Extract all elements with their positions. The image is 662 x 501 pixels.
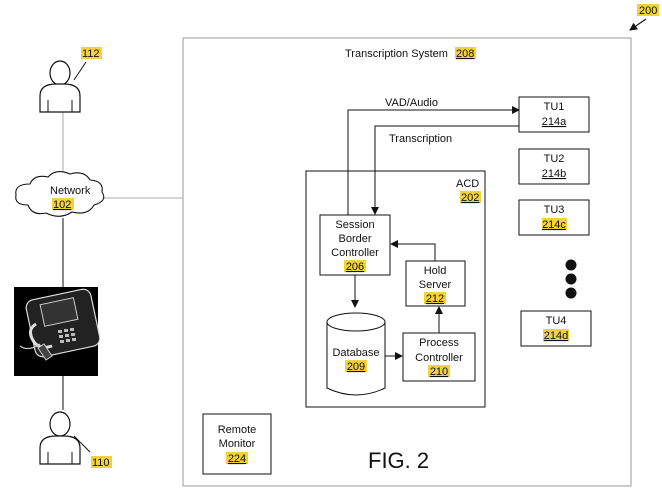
sbc-line3: Controller bbox=[331, 247, 379, 259]
tu-ref: 214c bbox=[542, 219, 566, 231]
process-controller-line1: Process bbox=[419, 337, 459, 349]
user-bottom-leader bbox=[73, 435, 91, 453]
tu-ref: 214a bbox=[542, 116, 567, 128]
figure-label: FIG. 2 bbox=[368, 448, 429, 473]
sbc-line1: Session bbox=[335, 219, 374, 231]
cloud-icon bbox=[15, 171, 105, 217]
database-ref-highlight bbox=[345, 360, 367, 372]
network-ref-highlight bbox=[52, 198, 74, 210]
database-label: Database bbox=[332, 347, 379, 359]
database-cylinder bbox=[326, 312, 386, 396]
transcription-system-box bbox=[182, 37, 632, 487]
phone-image bbox=[14, 287, 101, 376]
tu-label: TU3 bbox=[544, 204, 565, 216]
sbc-ref: 206 bbox=[346, 261, 364, 273]
tu-ref: 214b bbox=[542, 168, 566, 180]
network-ref: 102 bbox=[53, 199, 71, 211]
tu-label: TU2 bbox=[544, 153, 565, 165]
vad-audio-label: VAD/Audio bbox=[385, 97, 438, 109]
acd-ref: 202 bbox=[461, 192, 479, 204]
hold-to-sbc-arrow bbox=[390, 240, 436, 261]
sbc-ref-highlight bbox=[344, 260, 366, 272]
user-top-leader bbox=[73, 61, 87, 81]
transcription-arrow bbox=[371, 125, 519, 215]
hold-server-line2: Server bbox=[419, 279, 452, 291]
remote-monitor-line1: Remote bbox=[218, 424, 257, 436]
user-icon bbox=[39, 60, 81, 113]
remote-monitor-ref-highlight bbox=[226, 452, 248, 464]
acd-box bbox=[305, 170, 486, 408]
database-ref: 209 bbox=[347, 361, 365, 373]
user-icon bbox=[39, 411, 81, 465]
acd-ref-highlight bbox=[460, 191, 481, 203]
tu-ref-highlight bbox=[543, 329, 569, 341]
tu-ref: 214d bbox=[544, 330, 568, 342]
user-bottom-ref-highlight bbox=[91, 456, 112, 468]
ellipsis-dot bbox=[565, 259, 577, 271]
user-top-ref: 112 bbox=[82, 48, 100, 60]
figure-ref: 200 bbox=[639, 5, 657, 17]
acd-label: ACD bbox=[456, 178, 479, 190]
tu-box bbox=[518, 96, 590, 133]
hold-server-line1: Hold bbox=[424, 265, 447, 277]
network-label: Network bbox=[50, 185, 91, 197]
hold-server-ref-highlight bbox=[424, 292, 446, 304]
tu-box bbox=[518, 148, 590, 185]
tu-label: TU4 bbox=[546, 315, 567, 327]
transcription-label: Transcription bbox=[389, 133, 452, 145]
figure-ref-arrow bbox=[629, 18, 647, 31]
tu-label: TU1 bbox=[544, 101, 565, 113]
vad-audio-arrow bbox=[347, 106, 520, 215]
transcription-system-label: Transcription System bbox=[345, 48, 448, 60]
user-top-ref-highlight bbox=[81, 47, 102, 59]
hold-server-ref: 212 bbox=[426, 293, 444, 305]
process-controller-ref: 210 bbox=[430, 366, 448, 378]
remote-monitor-ref: 224 bbox=[228, 453, 246, 465]
transcription-system-ref-highlight bbox=[455, 47, 476, 59]
user-bottom-ref: 110 bbox=[92, 457, 110, 469]
sbc-line2: Border bbox=[338, 233, 371, 245]
remote-monitor-line2: Monitor bbox=[219, 438, 256, 450]
transcription-system-ref: 208 bbox=[456, 48, 474, 60]
tu-ref-highlight bbox=[542, 218, 567, 230]
figure-ref-highlight bbox=[637, 4, 659, 16]
process-controller-line2: Controller bbox=[415, 352, 463, 364]
ellipsis-dot bbox=[565, 287, 577, 299]
process-controller-ref-highlight bbox=[428, 365, 450, 377]
ellipsis-dot bbox=[565, 273, 577, 285]
